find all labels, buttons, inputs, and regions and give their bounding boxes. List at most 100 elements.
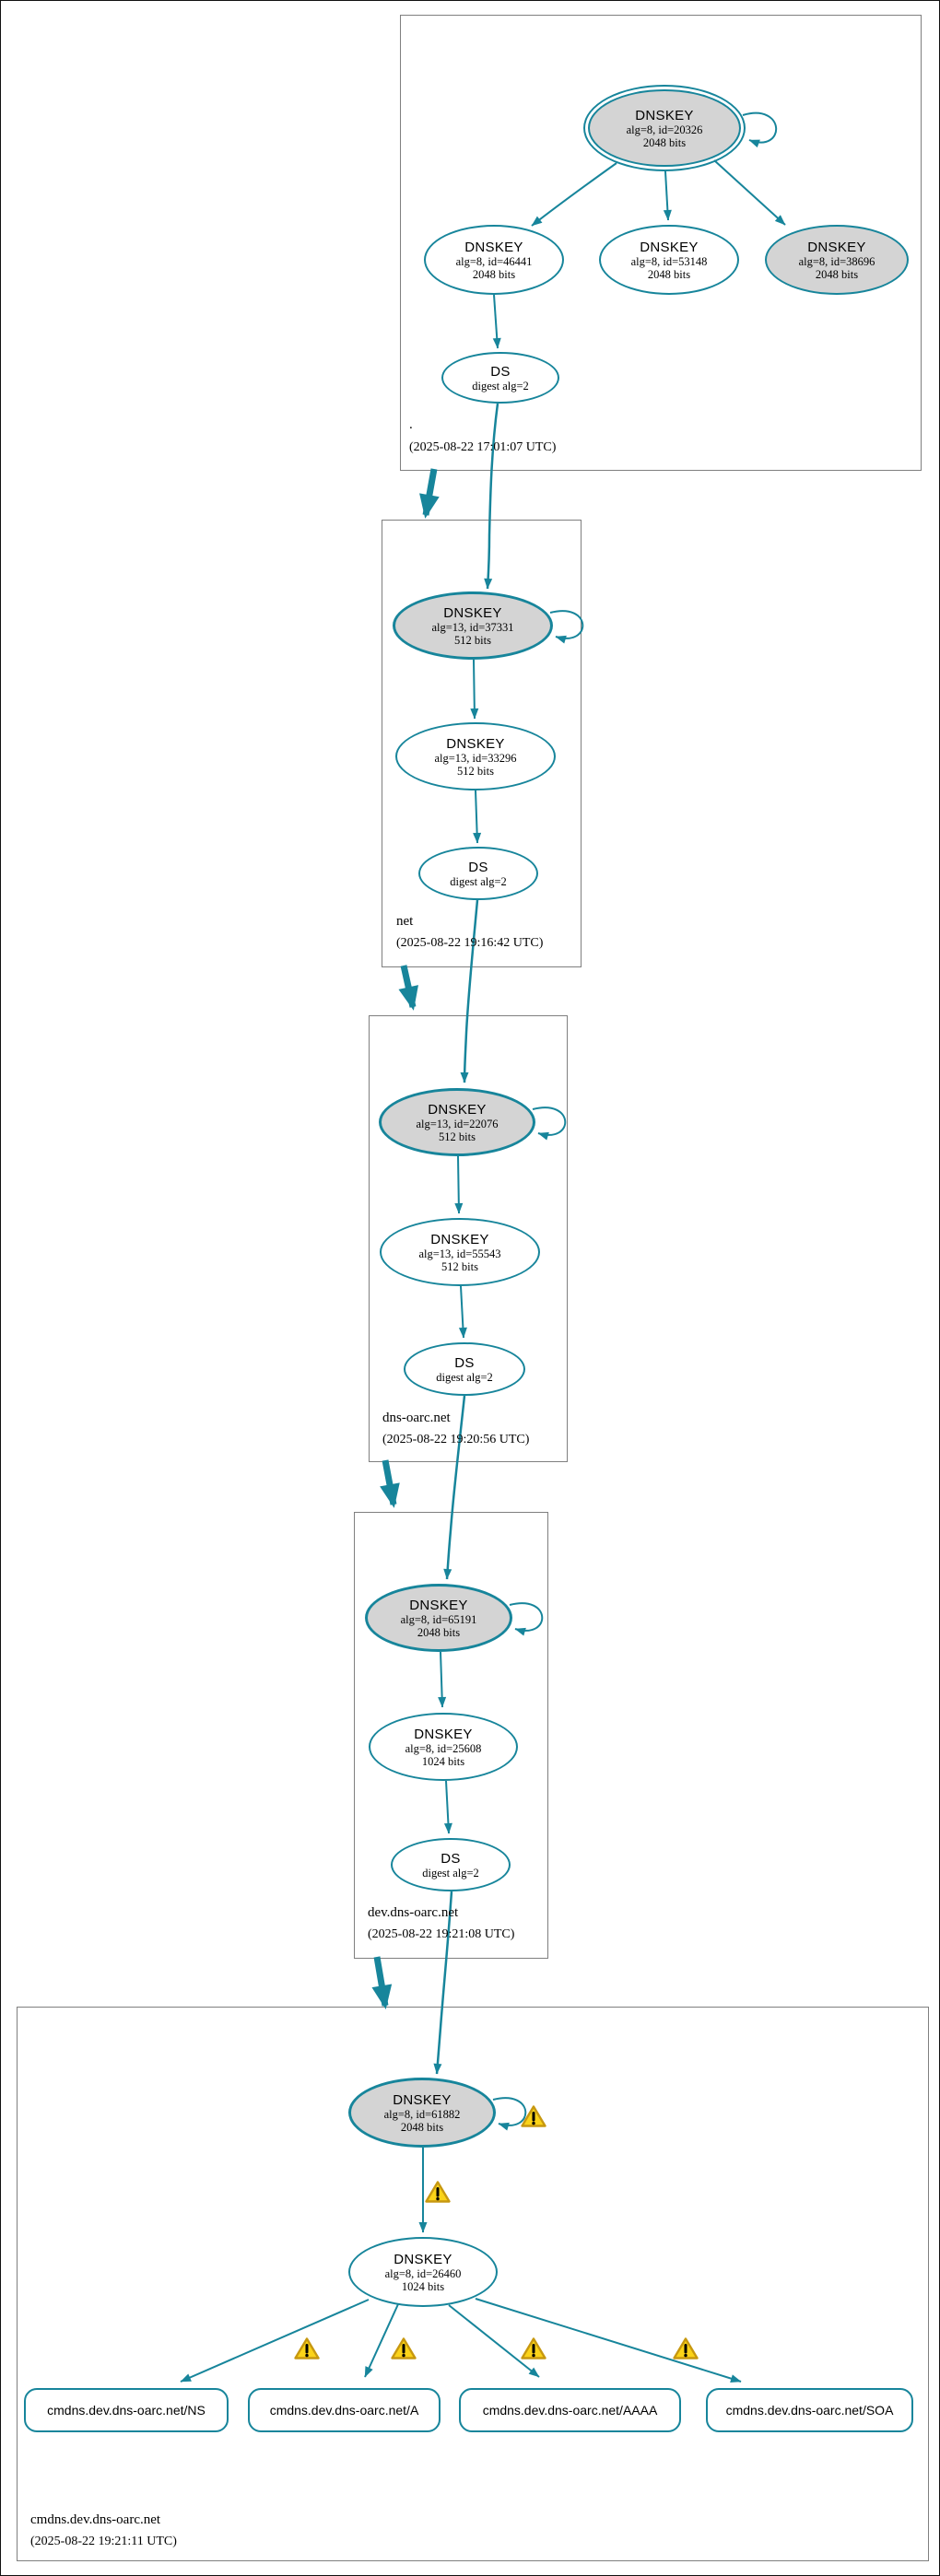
rrset-label: cmdns.dev.dns-oarc.net/A xyxy=(269,2403,419,2418)
zone-timestamp-cmdns: (2025-08-22 19:21:11 UTC) xyxy=(30,2535,177,2548)
node-detail: 2048 bits xyxy=(472,267,516,281)
edge-net-ksk-to-zsk xyxy=(470,659,479,720)
node-detail: alg=8, id=20326 xyxy=(626,123,703,136)
edge-root-ksk-to-zsk46441 xyxy=(531,162,617,227)
zone-name-cmdns: cmdns.dev.dns-oarc.net xyxy=(30,2512,161,2527)
warning-icon xyxy=(673,2337,699,2359)
rrset-label: cmdns.dev.dns-oarc.net/NS xyxy=(47,2403,206,2418)
rrset-node-ns: cmdns.dev.dns-oarc.net/NS xyxy=(24,2388,229,2432)
node-title: DNSKEY xyxy=(409,1597,468,1613)
node-title: DNSKEY xyxy=(443,604,502,621)
dnskey-ksk-node-cmdns: DNSKEY alg=8, id=61882 2048 bits xyxy=(348,2078,496,2148)
rrset-label: cmdns.dev.dns-oarc.net/AAAA xyxy=(482,2403,658,2418)
node-title: DNSKEY xyxy=(807,239,866,255)
edge-net-ds-to-dns-oarc-ksk xyxy=(460,899,479,1083)
node-detail: alg=13, id=37331 xyxy=(431,620,514,634)
ds-node-dns-oarc: DS digest alg=2 xyxy=(404,1342,525,1396)
dnskey-zsk-node-root-53148: DNSKEY alg=8, id=53148 2048 bits xyxy=(599,225,739,295)
edge-dns-oarc-ksk-to-zsk xyxy=(454,1155,464,1214)
node-title: DS xyxy=(454,1354,475,1371)
node-detail: 2048 bits xyxy=(642,135,687,149)
node-detail: digest alg=2 xyxy=(472,379,529,392)
zone-name-root: . xyxy=(409,417,413,432)
rrset-label: cmdns.dev.dns-oarc.net/SOA xyxy=(725,2403,894,2418)
node-detail: digest alg=2 xyxy=(450,874,507,888)
node-detail: alg=8, id=53148 xyxy=(630,254,708,268)
node-title: DNSKEY xyxy=(446,735,505,752)
self-signing-loop-dev-ksk xyxy=(509,1602,544,1636)
zone-timestamp-dev: (2025-08-22 19:21:08 UTC) xyxy=(368,1927,515,1941)
ds-node-dev: DS digest alg=2 xyxy=(391,1838,511,1891)
node-title: DNSKEY xyxy=(430,1231,489,1247)
rrset-node-soa: cmdns.dev.dns-oarc.net/SOA xyxy=(706,2388,913,2432)
dnskey-zsk-node-dev: DNSKEY alg=8, id=25608 1024 bits xyxy=(369,1713,518,1781)
dnskey-ksk-node-root-inner: DNSKEY alg=8, id=20326 2048 bits xyxy=(587,88,742,168)
ds-node-net: DS digest alg=2 xyxy=(418,847,538,900)
edge-root-zsk-to-ds xyxy=(492,294,501,349)
node-detail: 512 bits xyxy=(454,633,491,647)
node-title: DNSKEY xyxy=(428,1101,487,1118)
self-signing-loop-dns-oarc-ksk xyxy=(532,1107,567,1141)
node-detail: 2048 bits xyxy=(815,267,859,281)
edge-cmdns-zsk-to-rrset-soa xyxy=(475,2298,742,2383)
node-title: DNSKEY xyxy=(394,2251,452,2267)
zone-box-root xyxy=(400,15,922,471)
node-detail: 1024 bits xyxy=(401,2279,445,2293)
node-detail: 512 bits xyxy=(439,1130,476,1143)
node-title: DNSKEY xyxy=(464,239,523,255)
zone-timestamp-net: (2025-08-22 19:16:42 UTC) xyxy=(396,936,544,950)
zone-timestamp-root: (2025-08-22 17:01:07 UTC) xyxy=(409,440,557,454)
node-detail: 2048 bits xyxy=(647,267,691,281)
delegation-arrow-root-to-net xyxy=(419,468,440,519)
dnskey-zsk-node-dns-oarc: DNSKEY alg=13, id=55543 512 bits xyxy=(380,1218,540,1286)
node-detail: alg=8, id=25608 xyxy=(405,1741,482,1755)
node-title: DNSKEY xyxy=(635,107,694,123)
edge-dev-ksk-to-zsk xyxy=(438,1651,447,1708)
edge-dev-zsk-to-ds xyxy=(443,1780,452,1834)
dnskey-node-root-38696: DNSKEY alg=8, id=38696 2048 bits xyxy=(765,225,909,295)
edge-cmdns-zsk-to-rrset-aaaa xyxy=(448,2304,540,2378)
node-detail: alg=13, id=55543 xyxy=(418,1247,501,1260)
node-title: DS xyxy=(441,1850,461,1867)
node-detail: 2048 bits xyxy=(417,1625,461,1639)
ds-node-root: DS digest alg=2 xyxy=(441,352,559,404)
edge-dns-oarc-zsk-to-ds xyxy=(458,1285,467,1339)
edge-root-ksk-to-zsk38696 xyxy=(713,159,786,226)
node-title: DNSKEY xyxy=(414,1726,473,1742)
warning-icon xyxy=(425,2181,451,2203)
edge-cmdns-zsk-to-rrset-a xyxy=(364,2303,399,2378)
self-signing-loop-cmdns-ksk xyxy=(492,2097,527,2131)
node-detail: alg=13, id=22076 xyxy=(416,1117,499,1130)
node-detail: alg=8, id=26460 xyxy=(384,2266,462,2280)
zone-timestamp-dns-oarc: (2025-08-22 19:20:56 UTC) xyxy=(382,1433,530,1446)
self-signing-loop-net-ksk xyxy=(549,610,584,644)
rrset-node-a: cmdns.dev.dns-oarc.net/A xyxy=(248,2388,441,2432)
dnskey-ksk-node-root: DNSKEY alg=8, id=20326 2048 bits xyxy=(583,85,746,171)
edge-cmdns-zsk-to-rrset-ns xyxy=(180,2299,370,2383)
node-detail: digest alg=2 xyxy=(436,1370,493,1384)
warning-icon xyxy=(391,2337,417,2359)
node-detail: alg=13, id=33296 xyxy=(434,751,517,765)
self-signing-loop-root-ksk xyxy=(742,111,778,148)
node-title: DNSKEY xyxy=(640,239,699,255)
warning-icon xyxy=(521,2337,546,2359)
edge-dev-ds-to-cmdns-ksk xyxy=(433,1891,453,2075)
zone-box-net xyxy=(382,520,582,967)
node-title: DS xyxy=(468,859,488,875)
warning-icon xyxy=(294,2337,320,2359)
dnskey-ksk-node-dev: DNSKEY alg=8, id=65191 2048 bits xyxy=(365,1584,512,1652)
node-detail: alg=8, id=38696 xyxy=(798,254,875,268)
edge-root-ksk-to-zsk53148 xyxy=(663,170,672,221)
zone-box-cmdns-dev-dns-oarc-net xyxy=(17,2007,929,2561)
zone-name-dev: dev.dns-oarc.net xyxy=(368,1905,459,1920)
edge-root-ds-to-net-ksk xyxy=(484,403,499,590)
edge-dns-oarc-ds-to-dev-ksk xyxy=(443,1395,466,1580)
node-detail: 1024 bits xyxy=(421,1754,465,1768)
node-detail: alg=8, id=61882 xyxy=(383,2107,461,2121)
node-title: DS xyxy=(490,363,511,380)
node-detail: 2048 bits xyxy=(400,2120,444,2134)
node-title: DNSKEY xyxy=(393,2091,452,2108)
zone-name-net: net xyxy=(396,914,414,929)
